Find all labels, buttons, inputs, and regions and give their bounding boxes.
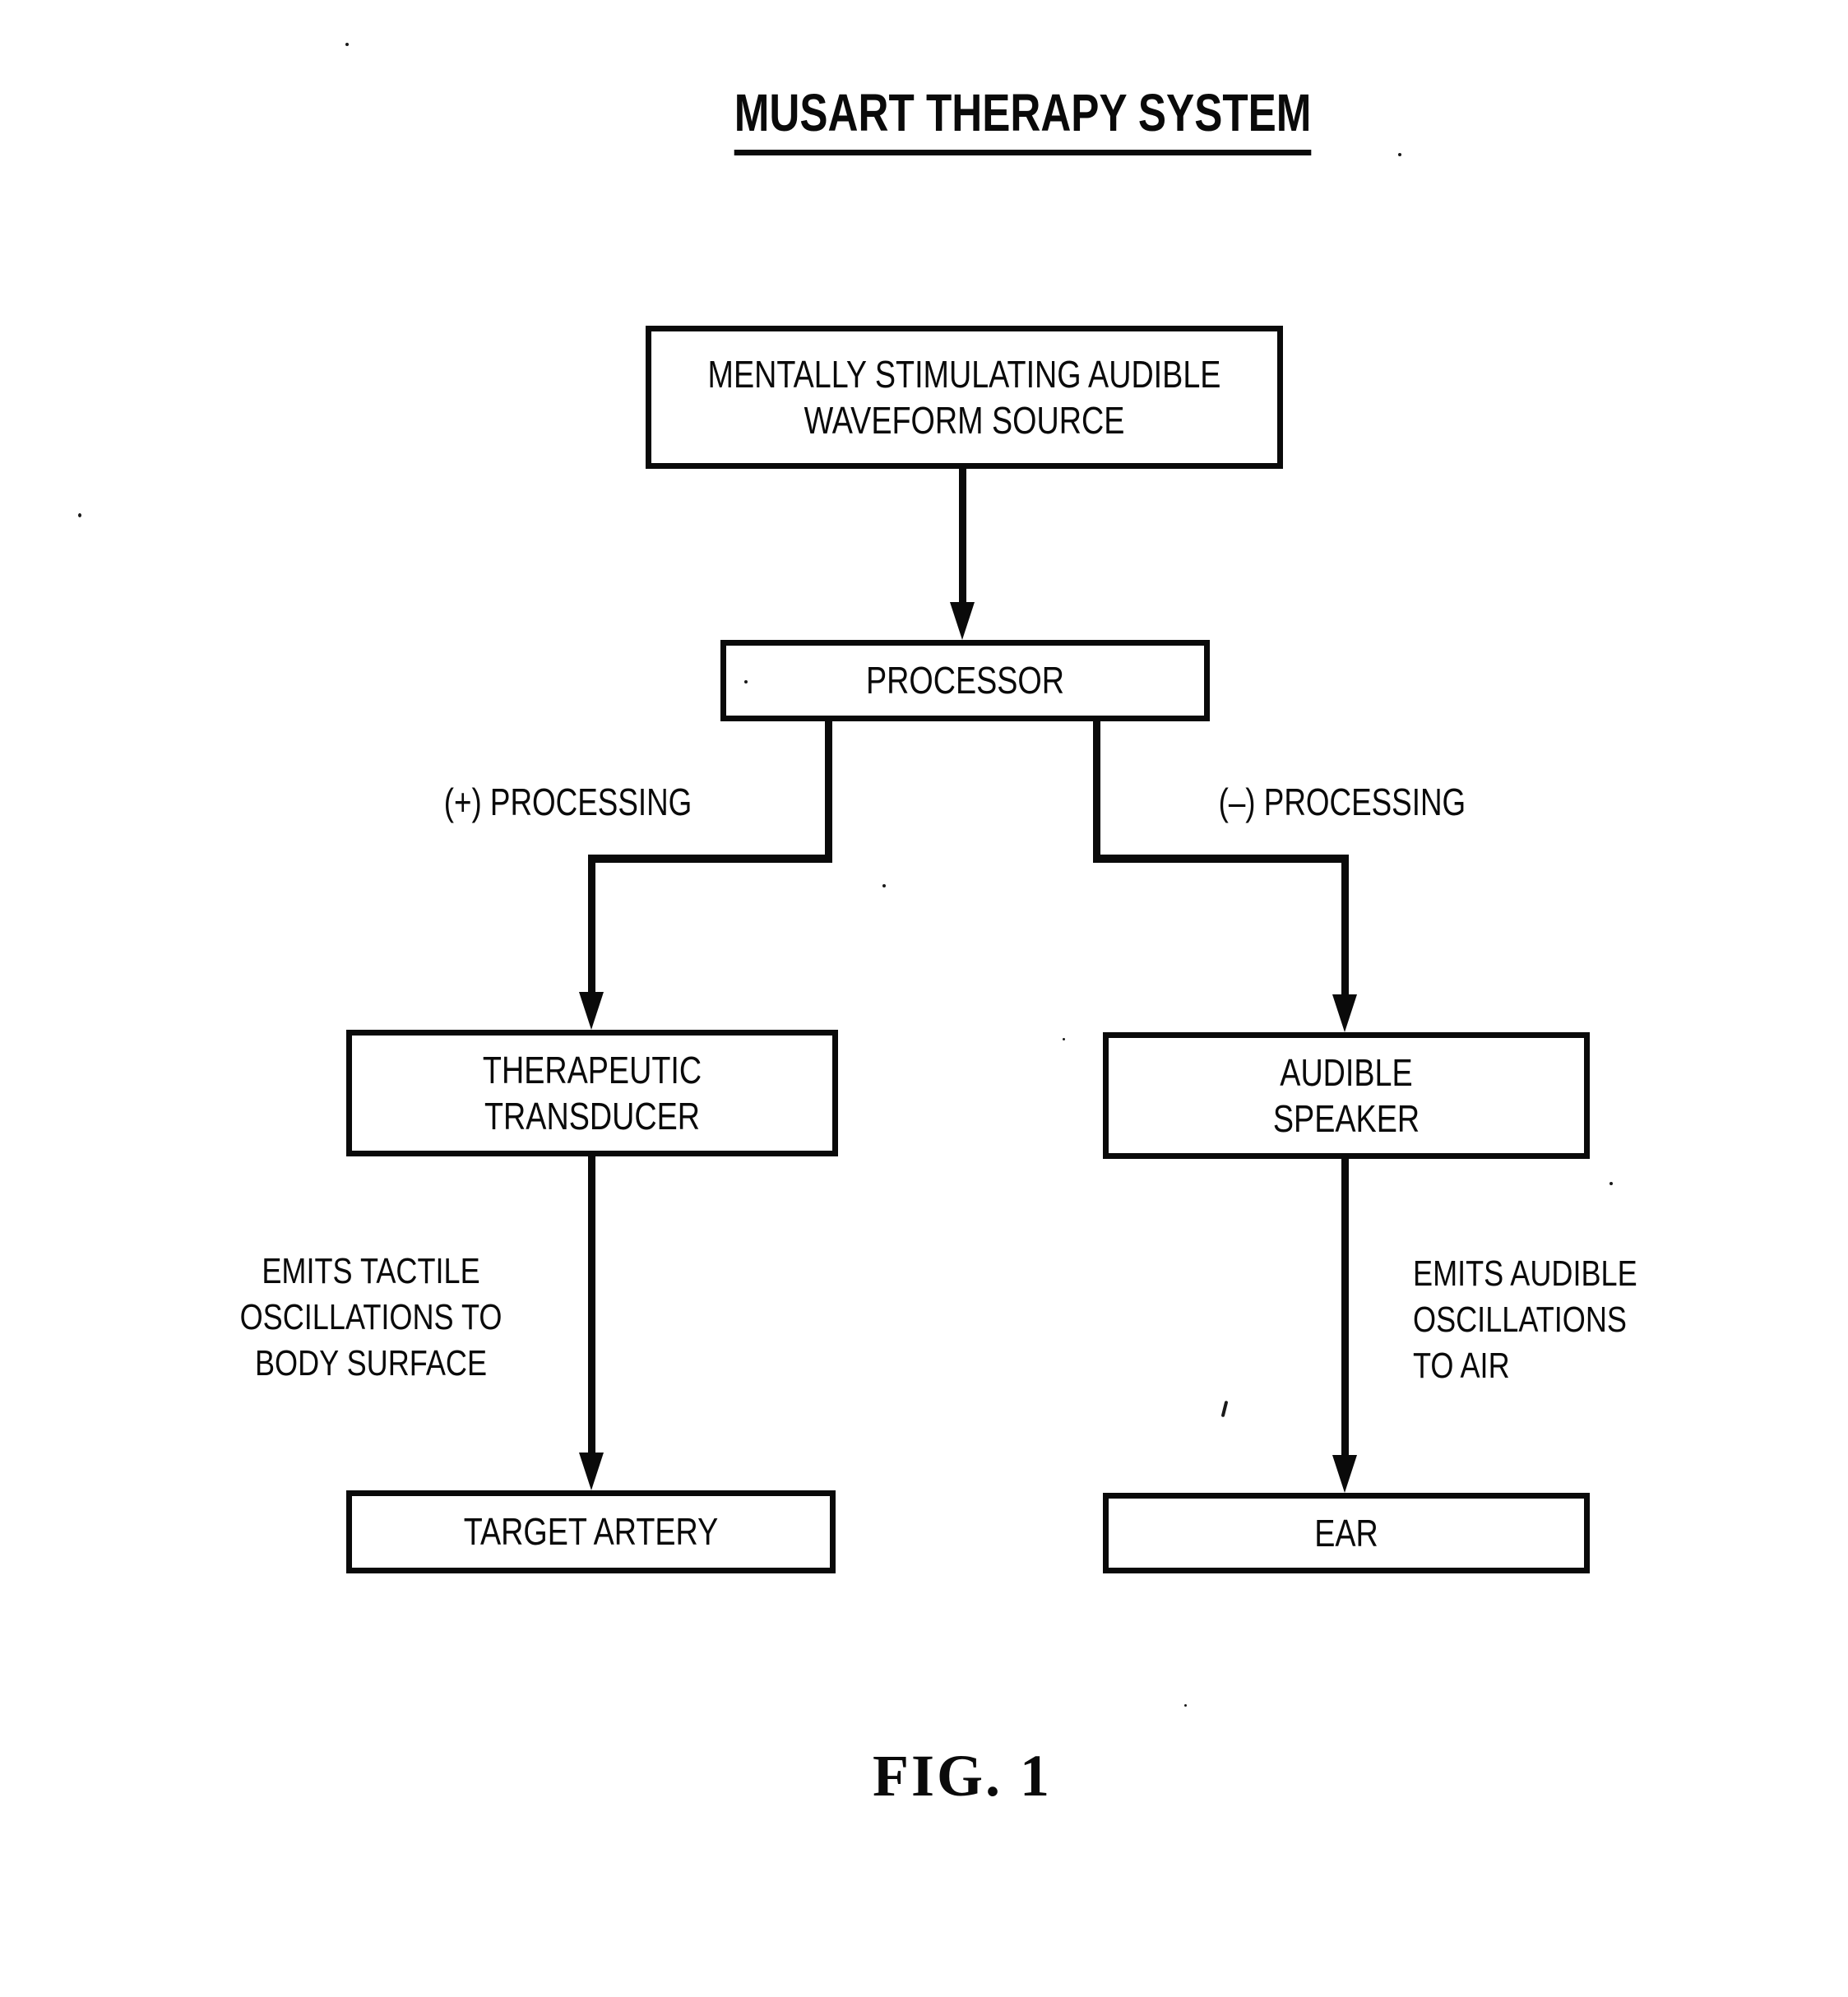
node-waveform-source-label: MENTALLY STIMULATING AUDIBLE WAVEFORM SO… <box>707 352 1221 442</box>
edge-speaker-ear-arrowhead <box>1332 1455 1357 1493</box>
node-ear: EAR <box>1103 1493 1590 1573</box>
scan-speck <box>1609 1182 1613 1185</box>
edge-plus-stub <box>825 721 832 863</box>
edge-label-minus-processing: (–) PROCESSING <box>1218 781 1466 823</box>
edge-source-processor-line <box>959 466 966 604</box>
node-waveform-source: MENTALLY STIMULATING AUDIBLE WAVEFORM SO… <box>646 326 1283 469</box>
scan-speck <box>1398 153 1401 156</box>
node-therapeutic-transducer: THERAPEUTIC TRANSDUCER <box>346 1030 838 1156</box>
diagram-title: MUSART THERAPY SYSTEM <box>662 82 1312 155</box>
scan-scratch <box>1220 1400 1229 1418</box>
node-audible-speaker: AUDIBLE SPEAKER <box>1103 1032 1590 1159</box>
edge-source-processor-arrowhead <box>950 602 975 640</box>
edge-minus-stub <box>1093 721 1100 863</box>
scan-speck <box>345 43 349 46</box>
scan-speck <box>1184 1704 1187 1707</box>
node-processor: PROCESSOR <box>720 640 1210 721</box>
edge-processor-transducer-line <box>588 855 595 995</box>
edge-minus-elbow <box>1093 855 1349 863</box>
edge-transducer-artery-line <box>588 1156 595 1454</box>
edge-transducer-artery-arrowhead <box>579 1453 604 1490</box>
edge-processor-speaker-arrowhead <box>1332 994 1357 1032</box>
node-audible-speaker-label: AUDIBLE SPEAKER <box>1272 1050 1420 1140</box>
node-target-artery: TARGET ARTERY <box>346 1490 836 1573</box>
scan-speck <box>882 884 886 887</box>
node-processor-label: PROCESSOR <box>865 659 1065 702</box>
node-therapeutic-transducer-label: THERAPEUTIC TRANSDUCER <box>482 1048 702 1138</box>
edge-speaker-ear-line <box>1341 1159 1349 1457</box>
diagram-title-text: MUSART THERAPY SYSTEM <box>734 82 1312 155</box>
edge-label-plus-processing: (+) PROCESSING <box>444 781 692 823</box>
edge-processor-speaker-line <box>1341 855 1349 996</box>
edge-processor-transducer-arrowhead <box>579 992 604 1030</box>
node-ear-label: EAR <box>1314 1511 1378 1555</box>
edge-label-audible-oscillations: EMITS AUDIBLE OSCILLATIONS TO AIR <box>1413 1253 1637 1386</box>
figure-label: FIG. 1 <box>872 1743 1052 1809</box>
node-target-artery-label: TARGET ARTERY <box>463 1510 719 1554</box>
edge-plus-elbow <box>588 855 832 863</box>
scan-speck <box>1063 1038 1065 1040</box>
scan-speck <box>744 680 748 683</box>
scan-speck <box>78 513 81 517</box>
edge-label-tactile-oscillations: EMITS TACTILE OSCILLATIONS TO BODY SURFA… <box>239 1251 503 1383</box>
